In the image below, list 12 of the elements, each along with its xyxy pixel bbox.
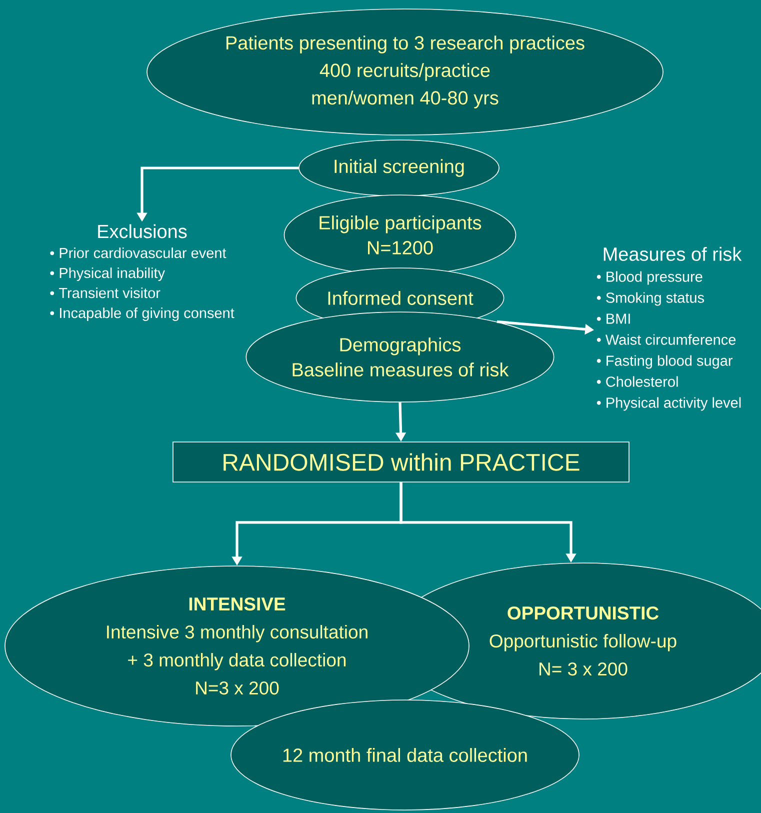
- node-label: N= 3 x 200: [540, 662, 628, 676]
- node-label: OPPORTUNISTIC: [508, 606, 659, 620]
- ellipse-node: Patients presenting to 3 research practices 400 recruits/practice men/women 40-80 yrs: [146, 8, 664, 136]
- ellipse-node: 12 month final data collection: [230, 700, 580, 810]
- ellipse-node: Eligible participants N=1200: [284, 194, 516, 276]
- process-box: RANDOMISED within PRACTICE: [172, 442, 630, 482]
- bullet-list: Measures of risk • Blood pressure • Smoking status • BMI • Waist circumference • Fasting blood sugar • Cholesterol • Physical activity level: [596, 246, 742, 411]
- node-label: 12 month final data collection: [283, 748, 527, 762]
- node-label: Opportunistic follow-up: [490, 634, 676, 652]
- ellipse-node: INTENSIVE Intensive 3 monthly consultation + 3 monthly data collection N=3 x 200: [4, 566, 470, 726]
- ellipse-node: Initial screening: [298, 140, 500, 196]
- bullet-list: Exclusions • Prior cardiovascular event • Physical inability • Transient visitor • Incapable of giving consent: [50, 224, 234, 322]
